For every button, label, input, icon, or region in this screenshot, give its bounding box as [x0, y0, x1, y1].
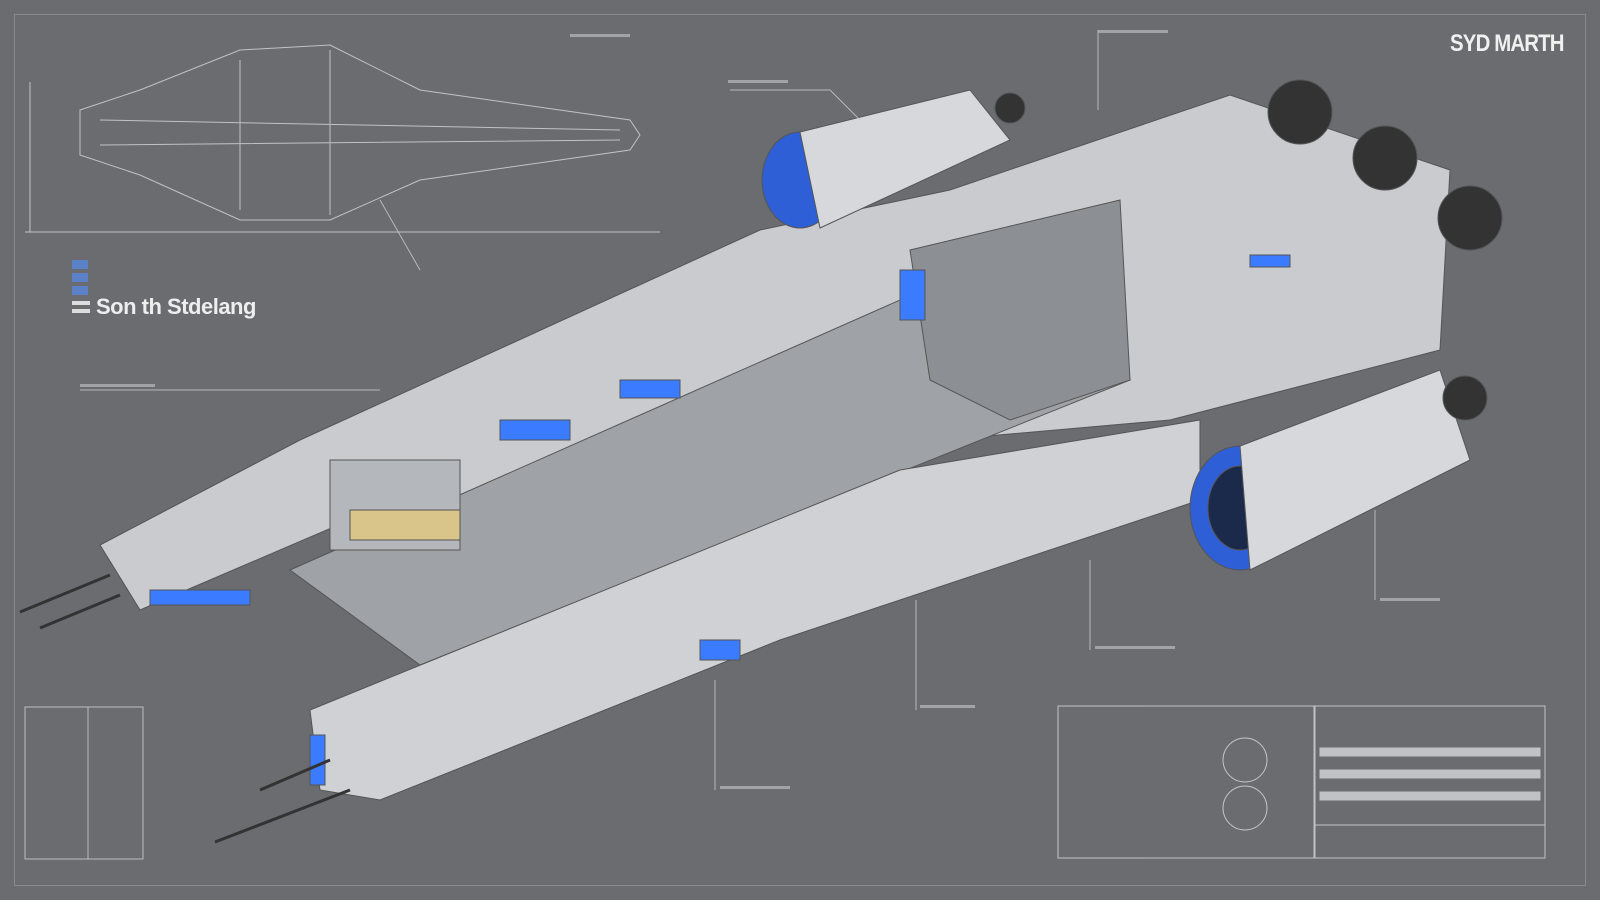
page-title: SYD MARTH — [1450, 30, 1564, 57]
legend-swatch — [72, 273, 88, 282]
callout-text — [920, 705, 975, 708]
legend-title-text: Son th Stdelang — [96, 294, 256, 319]
spaceship — [19, 79, 1503, 844]
hull-lower-wing — [309, 419, 1201, 801]
legend-swatch — [72, 286, 88, 295]
callout-text — [728, 80, 788, 83]
engine-nacelle-bottom — [1189, 369, 1471, 571]
blueprint-frame — [14, 14, 1586, 886]
callout-text — [1095, 646, 1175, 649]
legend — [72, 260, 88, 299]
callout-lines — [80, 30, 1376, 790]
callout-text — [570, 34, 630, 37]
menu-bars-icon — [72, 301, 90, 313]
callout-text — [720, 786, 790, 789]
callout-text — [1098, 30, 1168, 33]
callout-text — [1380, 598, 1440, 601]
cannons — [19, 573, 351, 844]
blue-lights — [149, 254, 1291, 786]
spec-table — [24, 706, 144, 860]
legend-title: Son th Stdelang — [72, 294, 256, 320]
engine-bay — [909, 199, 1131, 421]
callout-text — [80, 384, 155, 387]
top-schematic — [25, 44, 660, 233]
bottom-schematic — [1057, 705, 1546, 859]
thrusters — [994, 79, 1503, 421]
engine-nacelle-top — [761, 89, 1011, 229]
legend-swatch — [72, 260, 88, 269]
